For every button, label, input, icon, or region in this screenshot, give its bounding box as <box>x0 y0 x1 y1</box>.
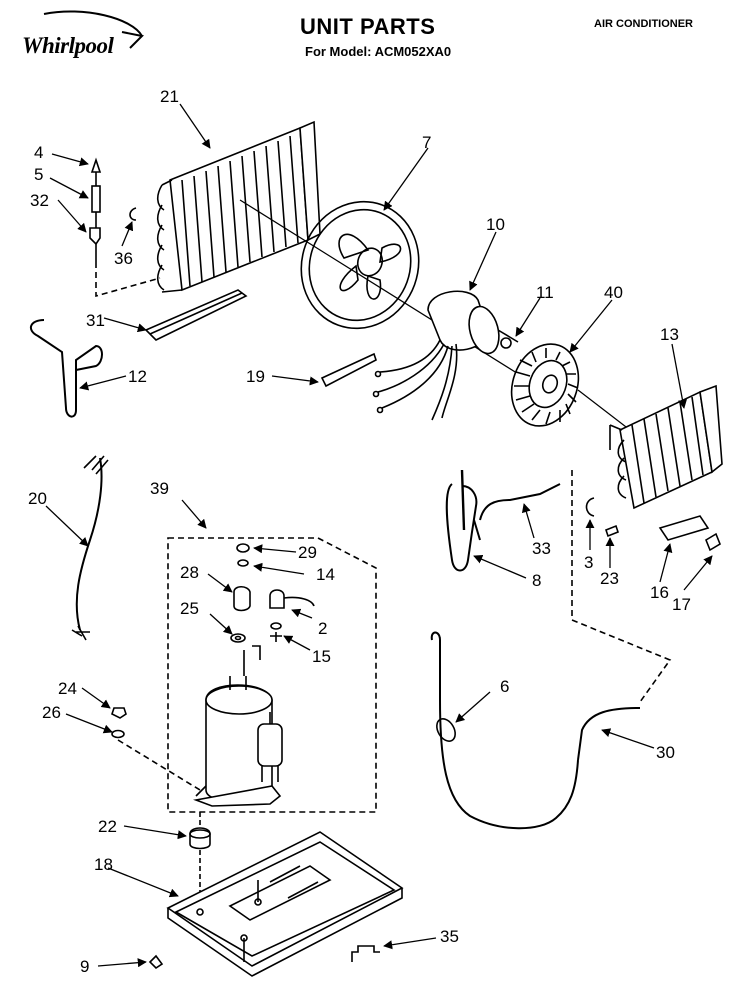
part-label-16: 16 <box>650 583 669 602</box>
whirlpool-logo <box>14 10 154 70</box>
pin <box>605 524 619 538</box>
part-label-14: 14 <box>316 565 335 584</box>
page-title: UNIT PARTS <box>300 14 436 39</box>
evaporator-coil <box>156 120 321 293</box>
part-label-7: 7 <box>422 133 432 152</box>
fan-motor <box>372 290 519 421</box>
thermostat-bulb <box>320 352 377 388</box>
part-label-5: 5 <box>34 165 44 184</box>
part-label-26: 26 <box>42 703 61 722</box>
bracket <box>351 945 380 962</box>
nut-small <box>111 707 127 719</box>
part-label-25: 25 <box>180 599 199 618</box>
part-label-35: 35 <box>440 927 459 946</box>
tube-33 <box>479 483 561 521</box>
part-label-9: 9 <box>80 957 90 976</box>
part-label-36: 36 <box>114 249 133 268</box>
appliance-type: AIR CONDITIONER <box>594 18 693 30</box>
tube <box>29 319 103 418</box>
capillary-tube <box>445 469 481 572</box>
fan-shroud <box>300 200 420 330</box>
part-label-13: 13 <box>660 325 679 344</box>
part-label-11: 11 <box>536 283 554 302</box>
part-label-18: 18 <box>94 855 113 874</box>
part-label-30: 30 <box>656 743 675 762</box>
part-label-17: 17 <box>672 595 691 614</box>
part-label-22: 22 <box>98 817 117 836</box>
part-label-2: 2 <box>318 619 328 638</box>
compressor-hardware <box>230 543 315 676</box>
part-label-10: 10 <box>486 215 505 234</box>
tubing-assembly <box>430 631 579 830</box>
clip-3 <box>585 497 595 517</box>
washer <box>111 729 125 739</box>
leader-lines <box>45 103 713 968</box>
part-label-39: 39 <box>150 479 169 498</box>
compressor <box>193 676 283 807</box>
part-label-24: 24 <box>58 679 77 698</box>
part-label-33: 33 <box>532 539 551 558</box>
tube-30 <box>577 707 641 761</box>
small-clip <box>148 954 164 970</box>
part-label-8: 8 <box>532 571 542 590</box>
wire-harness <box>71 455 109 641</box>
base-pan <box>166 831 404 977</box>
nut <box>500 337 512 349</box>
part-label-15: 15 <box>312 647 331 666</box>
drain-trough <box>144 289 248 341</box>
part-label-6: 6 <box>500 677 510 696</box>
cover <box>658 515 710 541</box>
tab <box>705 532 721 552</box>
grommet <box>189 812 211 908</box>
part-label-40: 40 <box>604 283 623 302</box>
brand-name: Whirlpool <box>22 33 114 58</box>
valve-assembly <box>89 157 102 262</box>
condenser-coil <box>609 384 723 510</box>
part-label-3: 3 <box>584 553 594 572</box>
part-label-23: 23 <box>600 569 619 588</box>
part-label-4: 4 <box>34 143 44 162</box>
part-label-19: 19 <box>246 367 265 386</box>
model-number: For Model: ACM052XA0 <box>305 44 452 59</box>
part-label-29: 29 <box>298 543 317 562</box>
part-label-32: 32 <box>30 191 49 210</box>
part-label-31: 31 <box>86 311 105 330</box>
part-label-12: 12 <box>128 367 147 386</box>
part-label-20: 20 <box>28 489 47 508</box>
compressor-group-outline <box>167 537 377 813</box>
part-label-21: 21 <box>160 87 179 106</box>
blower-wheel <box>510 343 580 427</box>
clip <box>129 207 137 221</box>
part-label-28: 28 <box>180 563 199 582</box>
